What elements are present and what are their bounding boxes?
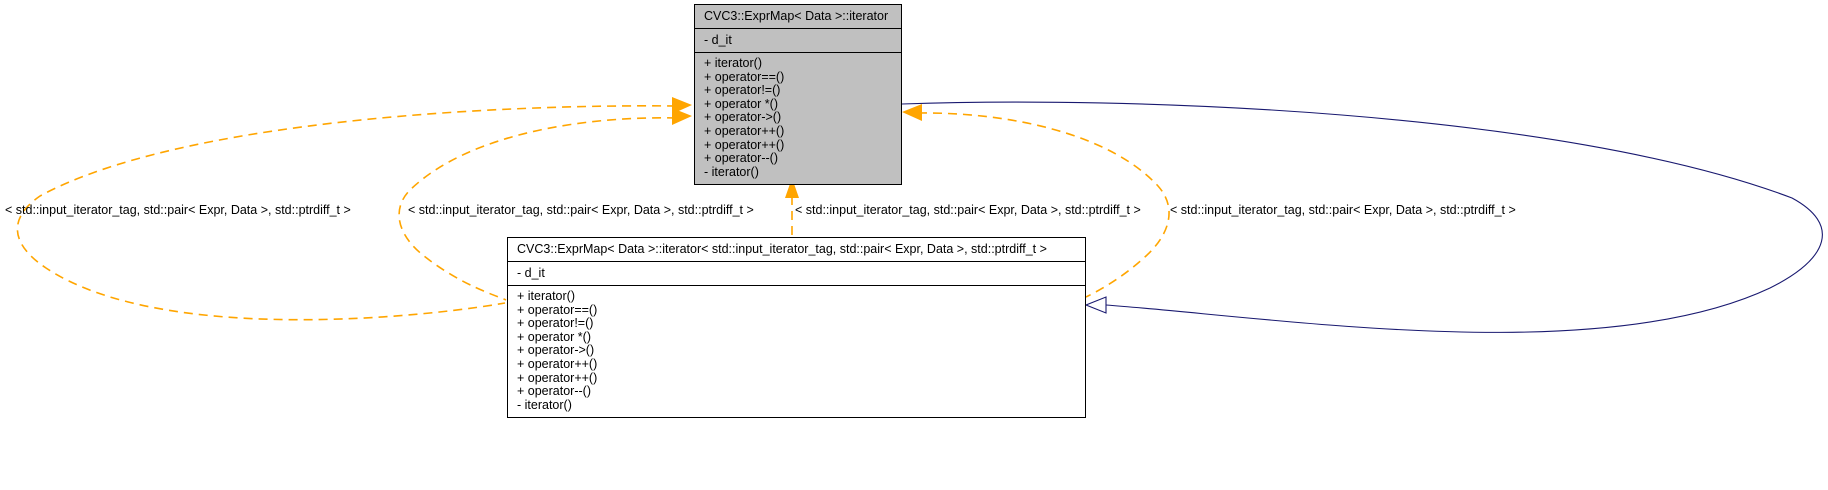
operation-row: + iterator() [704,56,763,71]
divider [508,260,1085,262]
base-class-attributes: - d_it [695,29,901,53]
derived-class-attributes: - d_it [508,262,1085,286]
operation-row: + operator--() [704,151,778,166]
operation-row: + operator--() [517,384,591,399]
derived-class-operations: + iterator() + operator==() + operator!=… [508,286,1085,417]
operation-row: + operator *() [704,96,778,111]
attribute-row: - d_it [704,32,732,47]
operation-row: - iterator() [517,397,572,412]
edge-label-2: < std::input_iterator_tag, std::pair< Ex… [408,203,754,217]
divider [695,27,901,29]
attribute-row: - d_it [517,265,545,280]
operation-row: + operator++() [704,124,785,139]
template-arrowhead-4 [902,104,922,121]
edge-label-4: < std::input_iterator_tag, std::pair< Ex… [1170,203,1516,217]
operation-row: + operator==() [517,302,598,317]
edge-label-1: < std::input_iterator_tag, std::pair< Ex… [5,203,351,217]
template-arrowhead-1 [672,97,692,114]
operation-row: + operator *() [517,329,591,344]
derived-class-title: CVC3::ExprMap< Data >::iterator< std::in… [517,242,1047,256]
operation-row: + operator!=() [517,316,594,331]
divider [508,285,1085,287]
base-class-title: CVC3::ExprMap< Data >::iterator [704,9,889,23]
operation-row: + operator!=() [704,83,781,98]
operation-row: + operator++() [704,137,785,152]
inheritance-arrowhead [1084,296,1107,314]
operation-row: + operator==() [704,69,785,84]
operation-row: + operator++() [517,357,598,372]
operation-row: + iterator() [517,289,576,304]
divider [695,52,901,54]
operation-row: + operator->() [704,110,782,125]
operation-row: + operator++() [517,370,598,385]
base-class-operations: + iterator() + operator==() + operator!=… [695,53,901,184]
edge-label-3: < std::input_iterator_tag, std::pair< Ex… [795,203,1141,217]
operation-row: + operator->() [517,343,595,358]
derived-class-node[interactable]: CVC3::ExprMap< Data >::iterator< std::in… [507,237,1086,419]
base-class-node[interactable]: CVC3::ExprMap< Data >::iterator - d_it +… [694,4,902,186]
template-arrowhead-2 [672,108,692,125]
operation-row: - iterator() [704,164,759,179]
